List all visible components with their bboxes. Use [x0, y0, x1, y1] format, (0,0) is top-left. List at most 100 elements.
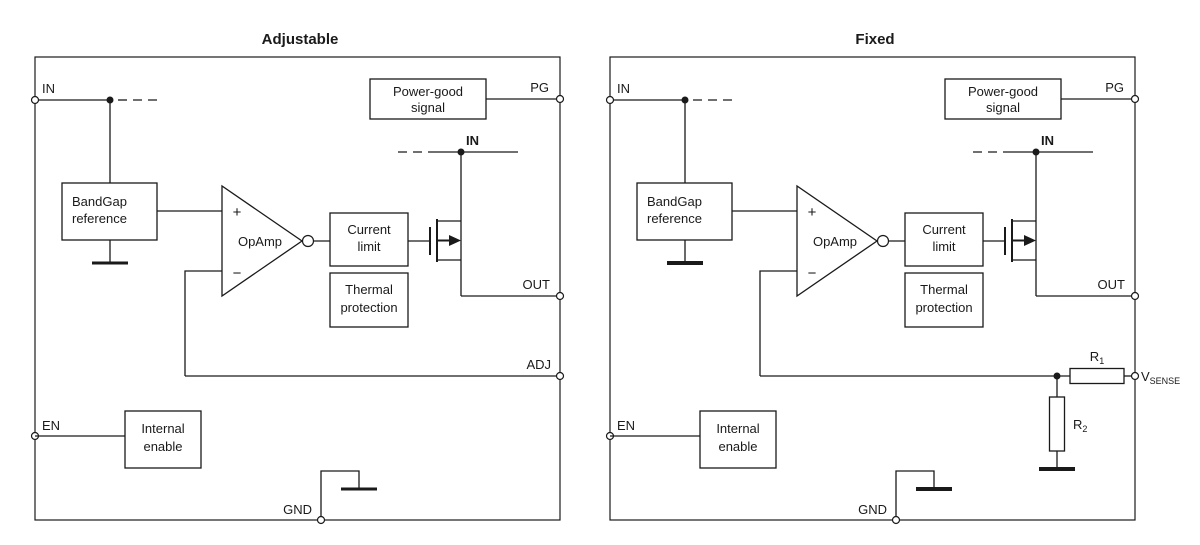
pin-in-top-label: IN [466, 133, 479, 148]
opamp-minus-sign: − [808, 265, 817, 282]
pin-out-label: OUT [1098, 277, 1126, 292]
current-limit-block [329, 212, 409, 267]
bandgap-ground-symbol [92, 240, 128, 265]
diagram-title-adjustable: Adjustable [262, 31, 339, 48]
mosfet-arrow-head [1024, 235, 1036, 246]
r2-subscript: 2 [1082, 424, 1087, 434]
opamp-output-bubble [876, 234, 890, 248]
pin-in-top-label: IN [1041, 133, 1054, 148]
power-good-label-1: Power-good [393, 84, 463, 99]
pin-pg [1130, 94, 1140, 104]
junction-dot [106, 96, 114, 104]
junction-dot [457, 148, 465, 156]
current-limit-label-1: Current [922, 222, 966, 237]
pin-en-label: EN [617, 418, 635, 433]
pin-in [30, 95, 40, 105]
pin-gnd-label: GND [858, 502, 887, 517]
junction-dot [1032, 148, 1040, 156]
opamp-symbol: + − OpAmp [796, 184, 890, 298]
junction-dot [681, 96, 689, 104]
pin-gnd [316, 515, 326, 525]
bandgap-label-1: BandGap [647, 194, 702, 209]
pin-gnd-label: GND [283, 502, 312, 517]
pin-out [1130, 291, 1140, 301]
bandgap-label-2: reference [72, 211, 127, 226]
opamp-plus-sign: + [808, 204, 817, 221]
resistor-r1-label: R1 [1090, 349, 1104, 366]
bandgap-block [636, 182, 733, 241]
pin-gnd [891, 515, 901, 525]
current-limit-block [904, 212, 984, 267]
pin-in-label: IN [42, 81, 55, 96]
power-good-label-2: signal [411, 100, 445, 115]
r2-base: R [1073, 417, 1082, 432]
pin-out-label: OUT [523, 277, 551, 292]
ic-boundary [609, 56, 1136, 521]
internal-enable-block [699, 410, 777, 469]
opamp-symbol: + − OpAmp [221, 184, 315, 298]
opamp-label: OpAmp [813, 234, 857, 249]
wire-feedback [184, 270, 222, 376]
pin-pg-label: PG [530, 80, 549, 95]
power-good-block [369, 78, 487, 120]
vsense-base: V [1141, 369, 1150, 384]
internal-enable-block [124, 410, 202, 469]
thermal-label-2: protection [915, 300, 972, 315]
opamp-plus-sign: + [233, 204, 242, 221]
thermal-protection-block [904, 272, 984, 328]
ic-boundary [34, 56, 561, 521]
net-in-top [973, 148, 1093, 156]
pin-in-label: IN [617, 81, 630, 96]
wire-feedback [759, 270, 797, 376]
r2-ground-symbol [1039, 451, 1075, 471]
r1-base: R [1090, 349, 1099, 364]
net-in-top [398, 148, 518, 156]
pin-vsense-label: VSENSE [1141, 369, 1180, 386]
bandgap-ground-symbol [667, 240, 703, 265]
resistor-r2-label: R2 [1073, 417, 1087, 434]
r1-subscript: 1 [1099, 356, 1104, 366]
thermal-label-1: Thermal [345, 282, 393, 297]
pin-out [555, 291, 565, 301]
current-limit-label-2: limit [932, 239, 955, 254]
mosfet-symbol [429, 152, 462, 296]
adjustable-diagram: Adjustable IN BandGap reference + − OpAm… [30, 31, 565, 525]
pin-in [605, 95, 615, 105]
net-gnd [895, 470, 952, 520]
net-adj-feedback [184, 270, 560, 377]
pin-adj [555, 371, 565, 381]
opamp-label: OpAmp [238, 234, 282, 249]
fixed-diagram: Fixed IN BandGap reference + − OpAmp [605, 31, 1180, 525]
internal-enable-label-1: Internal [141, 421, 184, 436]
bandgap-block [61, 182, 158, 241]
power-good-label-2: signal [986, 100, 1020, 115]
wire-gnd [895, 470, 935, 520]
pin-pg [555, 94, 565, 104]
resistor-r1 [1069, 367, 1125, 385]
pin-vsense [1130, 371, 1140, 381]
power-good-block [944, 78, 1062, 120]
resistor-r2 [1048, 396, 1066, 452]
pin-adj-label: ADJ [526, 357, 551, 372]
bandgap-label-1: BandGap [72, 194, 127, 209]
thermal-protection-block [329, 272, 409, 328]
diagram-title-fixed: Fixed [855, 31, 894, 48]
pin-en-label: EN [42, 418, 60, 433]
opamp-minus-sign: − [233, 265, 242, 282]
thermal-label-2: protection [340, 300, 397, 315]
wire-gnd [320, 470, 360, 520]
internal-enable-label-2: enable [143, 439, 182, 454]
net-gnd [320, 470, 377, 520]
vsense-subscript: SENSE [1150, 376, 1181, 386]
net-in [35, 96, 162, 183]
current-limit-label-2: limit [357, 239, 380, 254]
internal-enable-label-1: Internal [716, 421, 759, 436]
thermal-label-1: Thermal [920, 282, 968, 297]
internal-enable-label-2: enable [718, 439, 757, 454]
mosfet-symbol [1004, 152, 1037, 296]
power-good-label-1: Power-good [968, 84, 1038, 99]
current-limit-label-1: Current [347, 222, 391, 237]
net-in [610, 96, 737, 183]
